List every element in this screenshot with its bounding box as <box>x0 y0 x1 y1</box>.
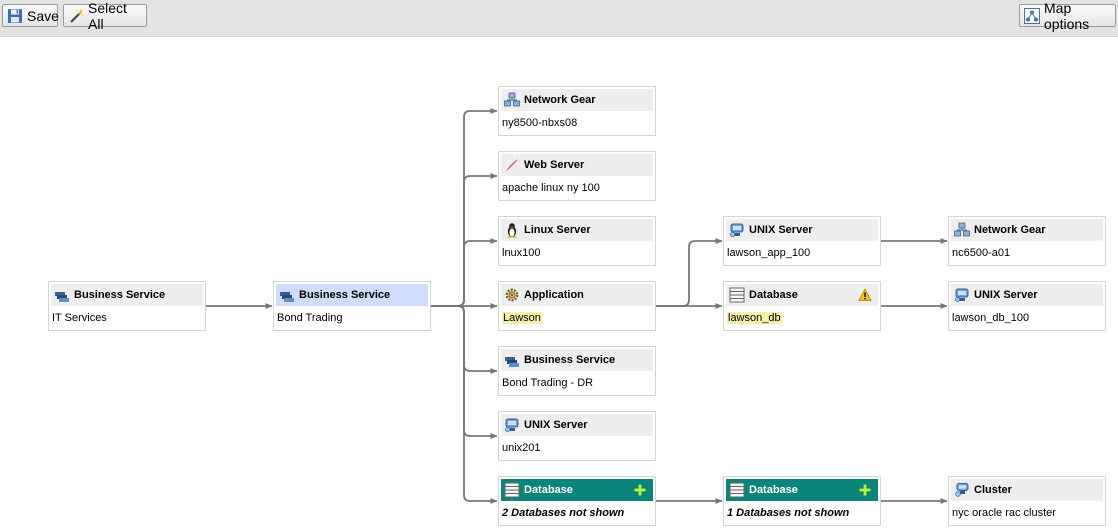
warning-icon <box>858 288 872 301</box>
magic-wand-icon <box>70 8 84 23</box>
node-nc6500-a01[interactable]: Network Gear nc6500-a01 <box>948 216 1106 266</box>
tux-penguin-icon <box>507 223 517 238</box>
node-header: Cluster <box>951 479 1103 501</box>
database-icon <box>504 482 520 498</box>
node-lawson-db[interactable]: Database lawson_db <box>723 281 881 331</box>
expand-plus-icon[interactable] <box>858 483 872 497</box>
node-header: Database <box>501 479 653 501</box>
node-header: Network Gear <box>501 89 653 111</box>
node-name-label: Lawson <box>502 312 542 324</box>
node-name-label: apache linux ny 100 <box>502 182 600 194</box>
node-header: Network Gear <box>951 219 1103 241</box>
save-button[interactable]: Save <box>2 4 59 27</box>
node-name-label: 1 Databases not shown <box>727 507 850 519</box>
connector-bond_trading-to-db_hidden_2 <box>431 305 498 504</box>
select-all-label: Select All <box>88 0 127 32</box>
node-name-label: nc6500-a01 <box>952 247 1011 259</box>
node-header: Business Service <box>51 284 203 306</box>
database-icon <box>729 287 745 303</box>
node-name-label: 2 Databases not shown <box>502 507 625 519</box>
node-lnux100[interactable]: Linux Server lnux100 <box>498 216 656 266</box>
toolbar: Save Select All Map options <box>0 0 1118 37</box>
connector-bond_trading-to-apache <box>431 173 498 307</box>
node-lawson-app-100[interactable]: UNIX Server lawson_app_100 <box>723 216 881 266</box>
node-name-label: nyc oracle rac cluster <box>952 507 1056 519</box>
node-header: Business Service <box>276 284 428 306</box>
cluster-icon <box>955 483 969 497</box>
save-label: Save <box>27 7 59 24</box>
connector-lawson-to-lawson_app <box>656 238 723 307</box>
node-name-label: lawson_db <box>727 312 782 324</box>
node-lawson-db-100[interactable]: UNIX Server lawson_db_100 <box>948 281 1106 331</box>
gear-icon <box>505 288 519 302</box>
network-gear-icon <box>504 92 520 107</box>
node-name-label: lawson_db_100 <box>952 312 1030 324</box>
map-options-button[interactable]: Map options <box>1019 0 1116 32</box>
node-type-label: UNIX Server <box>524 419 588 431</box>
monitor-icon <box>729 223 744 238</box>
connector-bond_trading-to-lnux100 <box>431 238 498 307</box>
connector-bond_trading-to-ny8500 <box>431 108 498 307</box>
connector-bond_trading-to-bond_dr <box>431 305 498 374</box>
node-name-label: lnux100 <box>502 247 541 259</box>
node-type-label: Database <box>524 484 573 496</box>
node-databases-not-shown-1[interactable]: Database 1 Databases not shown <box>723 476 881 526</box>
node-name-label: Bond Trading - DR <box>502 377 594 389</box>
database-icon <box>729 482 745 498</box>
expand-plus-icon[interactable] <box>633 483 647 497</box>
node-name-label: Bond Trading <box>277 312 343 324</box>
node-type-label: Business Service <box>524 354 616 366</box>
node-header: UNIX Server <box>951 284 1103 306</box>
node-name-label: unix201 <box>502 442 541 454</box>
node-header: Database <box>726 479 878 501</box>
select-all-button[interactable]: Select All <box>63 0 147 32</box>
node-header: Business Service <box>501 349 653 371</box>
node-type-label: Linux Server <box>524 224 591 236</box>
node-type-label: Cluster <box>974 484 1012 496</box>
node-nyc-oracle-rac-cluster[interactable]: Cluster nyc oracle rac cluster <box>948 476 1106 526</box>
node-ny8500-nbxs08[interactable]: Network Gear ny8500-nbxs08 <box>498 86 656 136</box>
connector-bond_trading-to-unix201 <box>431 305 498 439</box>
business-service-icon <box>505 357 519 367</box>
node-type-label: Business Service <box>74 289 166 301</box>
business-service-icon <box>55 292 69 302</box>
node-header: Linux Server <box>501 219 653 241</box>
node-type-label: Web Server <box>524 159 585 171</box>
node-type-label: Network Gear <box>974 224 1046 236</box>
node-databases-not-shown-2[interactable]: Database 2 Databases not shown <box>498 476 656 526</box>
node-unix201[interactable]: UNIX Server unix201 <box>498 411 656 461</box>
node-name-label: lawson_app_100 <box>727 247 811 259</box>
node-header: UNIX Server <box>726 219 878 241</box>
floppy-disk-icon <box>8 8 22 23</box>
network-gear-icon <box>954 222 970 237</box>
node-name-label: ny8500-nbxs08 <box>502 117 578 129</box>
map-options-label: Map options <box>1044 0 1090 32</box>
node-type-label: UNIX Server <box>749 224 813 236</box>
node-type-label: Business Service <box>299 289 391 301</box>
node-apache-linux-ny-100[interactable]: Web Server apache linux ny 100 <box>498 151 656 201</box>
monitor-icon <box>954 288 969 303</box>
node-type-label: Database <box>749 484 798 496</box>
node-it-services[interactable]: Business Service IT Services <box>48 281 206 331</box>
feather-icon <box>506 159 518 171</box>
map-options-icon <box>1024 7 1040 24</box>
business-service-icon <box>280 292 294 302</box>
node-type-label: Database <box>749 289 798 301</box>
node-header: UNIX Server <box>501 414 653 436</box>
node-header: Application <box>501 284 653 306</box>
node-header: Web Server <box>501 154 653 176</box>
node-type-label: UNIX Server <box>974 289 1038 301</box>
node-type-label: Application <box>524 289 584 301</box>
monitor-icon <box>504 418 519 433</box>
node-type-label: Network Gear <box>524 94 596 106</box>
node-name-label: IT Services <box>52 312 107 324</box>
node-header: Database <box>726 284 878 306</box>
